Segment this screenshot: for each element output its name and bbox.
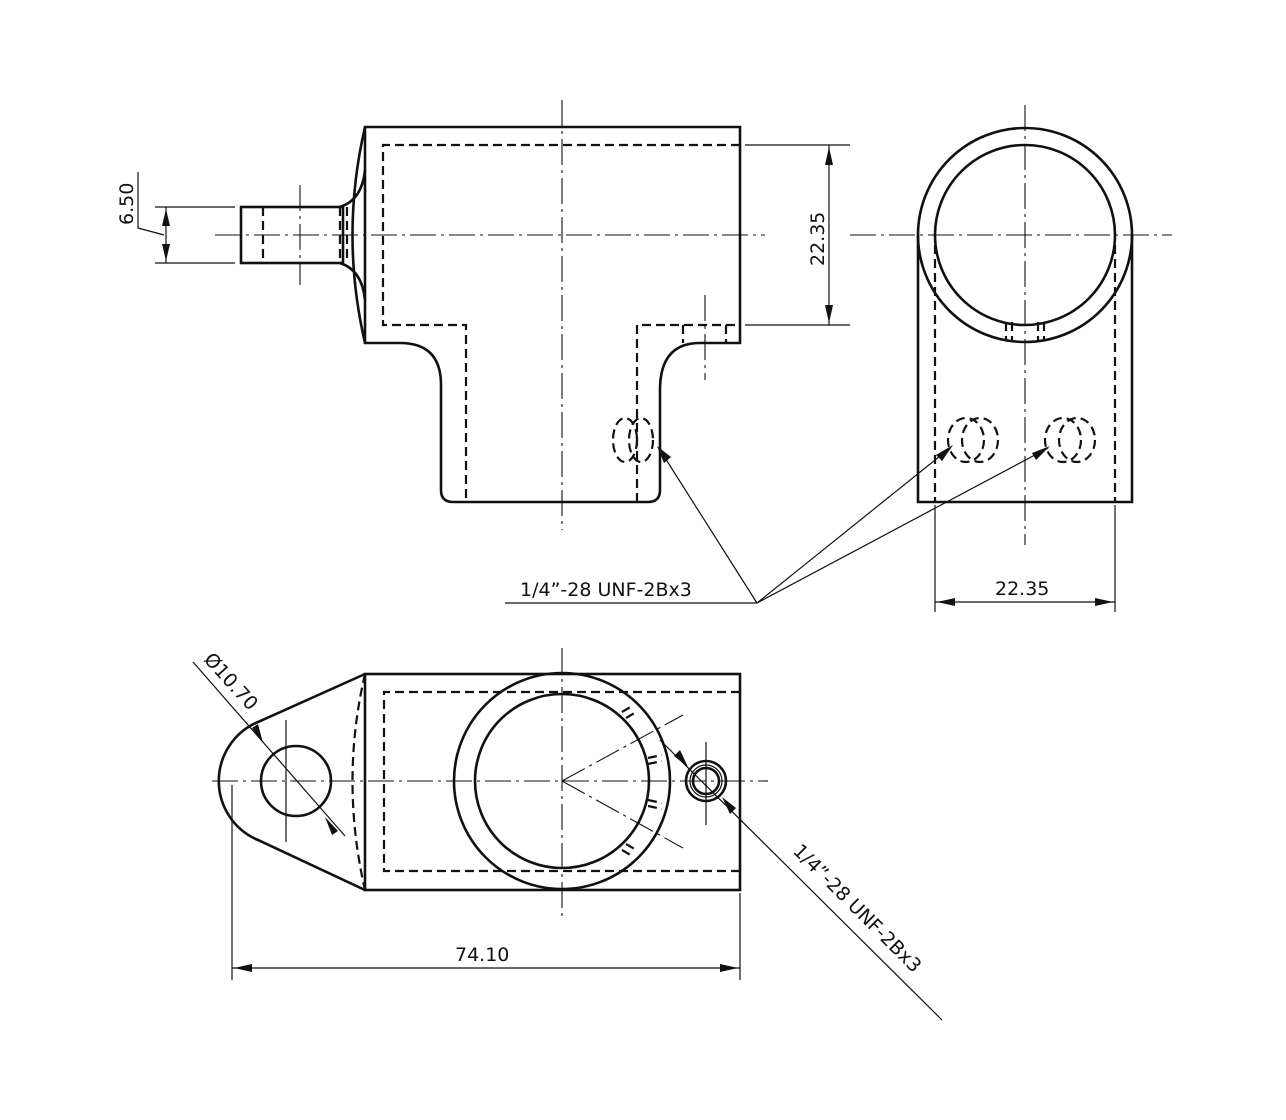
dim-side-width: 22.35 [995, 578, 1049, 600]
hidden-mark [625, 710, 639, 719]
arrow-head [657, 446, 671, 463]
wall-hole-marks [621, 704, 663, 858]
hidden-mark [647, 804, 663, 811]
leader-line [756, 447, 951, 604]
top-view: Ø10.70 74.10 1/4”-28 UNF-2Bx3 [192, 648, 943, 1021]
arrow-head [1032, 446, 1050, 460]
angle-centerline [561, 714, 684, 782]
angle-centerline [561, 780, 684, 849]
leader-line [659, 739, 943, 1021]
arrow-head [162, 244, 170, 261]
tapped-hole-outer [684, 759, 728, 803]
saddle-fillet-top [339, 169, 367, 209]
hidden-mark [621, 704, 635, 713]
hidden-mark [647, 798, 663, 805]
hidden-mark [625, 843, 639, 852]
leader-line [756, 447, 1049, 604]
arrow-head [825, 305, 833, 323]
eye-hole [259, 744, 333, 818]
saddle-fillet-bottom [339, 261, 367, 301]
hidden-mark [647, 753, 663, 760]
thread-hole-left [960, 416, 1000, 464]
arrow-head [722, 797, 736, 814]
thread-spec-label-top: 1/4”-28 UNF-2Bx3 [788, 840, 925, 977]
eye-lug-outline [217, 672, 366, 892]
front-body-outline [363, 125, 742, 504]
tab-outline [239, 205, 345, 265]
arrow-head [720, 964, 738, 972]
side-view: 22.35 [850, 105, 1172, 612]
thread-callout-upper: 1/4”-28 UNF-2Bx3 [505, 445, 1050, 604]
leader-line [659, 449, 758, 604]
front-view: 6.50 22.35 [116, 100, 850, 530]
tapped-hole-inner [691, 766, 721, 796]
arrow-head [252, 724, 263, 743]
arrow-head [937, 598, 955, 606]
arrow-head [1095, 598, 1113, 606]
arrow-head [325, 817, 338, 835]
thread-hole-hidden [611, 416, 639, 464]
hidden-mark [621, 849, 635, 858]
arrow-head [234, 964, 252, 972]
dim-bore-height: 22.35 [807, 212, 829, 266]
thread-hole-right [1043, 416, 1083, 464]
side-body-outline [916, 235, 1134, 504]
top-body-outline [363, 672, 742, 892]
arrow-head [162, 209, 170, 226]
thread-hole-hidden [627, 416, 655, 464]
arrow-head [674, 750, 688, 767]
thread-spec-label: 1/4”-28 UNF-2Bx3 [520, 579, 692, 601]
leader-line [137, 172, 165, 236]
tube-inner-circle-top [473, 692, 651, 870]
thread-hole-right [1057, 416, 1097, 464]
saddle-curve [351, 126, 367, 344]
dim-overall-length: 74.10 [455, 944, 509, 966]
tapped-hole-thread [689, 764, 723, 798]
arrow-head [825, 147, 833, 165]
hidden-mark [647, 759, 663, 766]
tube-inner-circle [933, 143, 1117, 327]
tube-outer-circle-top [452, 671, 672, 891]
eye-lug-hidden-curve [351, 673, 367, 891]
dim-tab-height: 6.50 [116, 183, 138, 225]
arrow-head [936, 445, 953, 461]
diameter-dimension-line [192, 661, 346, 837]
thread-hole-left [946, 416, 986, 464]
